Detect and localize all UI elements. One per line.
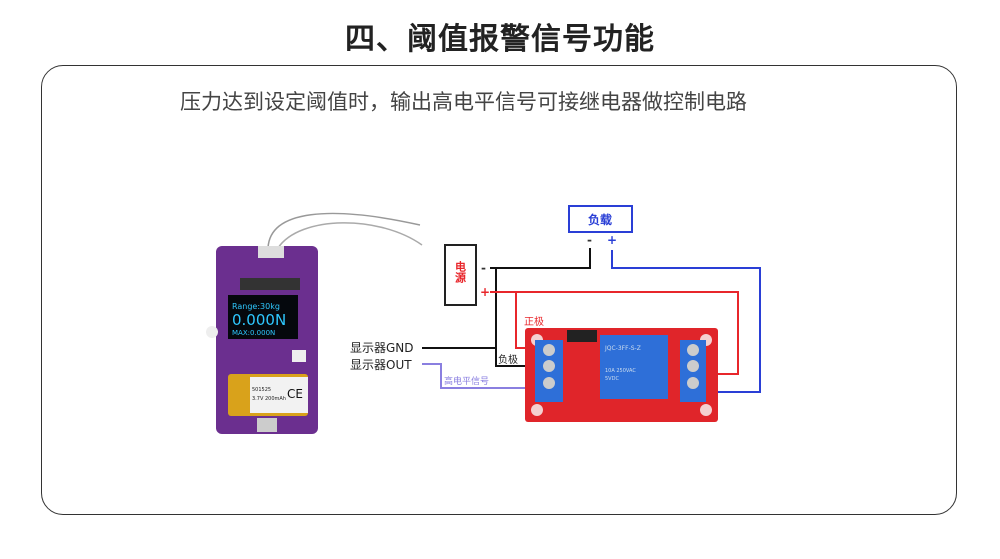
black-wire-negative [495,268,528,367]
power-plus: + [480,285,490,299]
screen-range: Range:30kg [232,302,280,311]
signal-wire [422,363,530,389]
negative-label: 负极 [498,353,518,366]
blue-wire-no [611,250,761,393]
load-label: 负载 [588,212,612,227]
relay-spec: 10A 250VAC [605,368,636,374]
load-plus: + [607,233,617,247]
ce-mark: CE [287,387,303,401]
out-label: 显示器OUT [350,358,412,372]
load-box [568,205,633,233]
section-title: 四、阈值报警信号功能 [345,22,655,57]
red-wire-com [490,291,739,375]
screen-value: 0.000N [232,311,286,329]
load-minus: - [587,233,592,247]
gnd-label: 显示器GND [350,341,414,355]
signal-label: 高电平信号 [444,375,489,387]
relay-voltage: 5VDC [605,376,619,382]
power-label: 电源 [454,260,467,284]
black-wire-load [490,248,591,269]
power-supply-box [444,244,477,306]
screen-max: MAX:0.000N [232,329,275,337]
content-panel [41,65,957,515]
jumper [567,330,597,342]
subtitle: 压力达到设定阈值时，输出高电平信号可接继电器做控制电路 [180,90,747,114]
sensor-cable [277,222,423,249]
relay-module: JQC-3FF-S-Z 10A 250VAC 5VDC [525,328,718,422]
relay-model: JQC-3FF-S-Z [604,345,641,352]
oled-screen [228,295,298,339]
battery-model: 501525 [252,387,271,393]
force-gauge-device: Range:30kg 0.000N MAX:0.000N 501525 3.7V… [206,246,318,434]
power-minus: - [481,261,486,275]
positive-label: 正极 [524,315,544,328]
relay [600,335,668,399]
battery-label: 3.7V 200mAh [252,396,286,402]
sensor-cable [267,212,421,249]
usb-c-port [257,418,277,432]
